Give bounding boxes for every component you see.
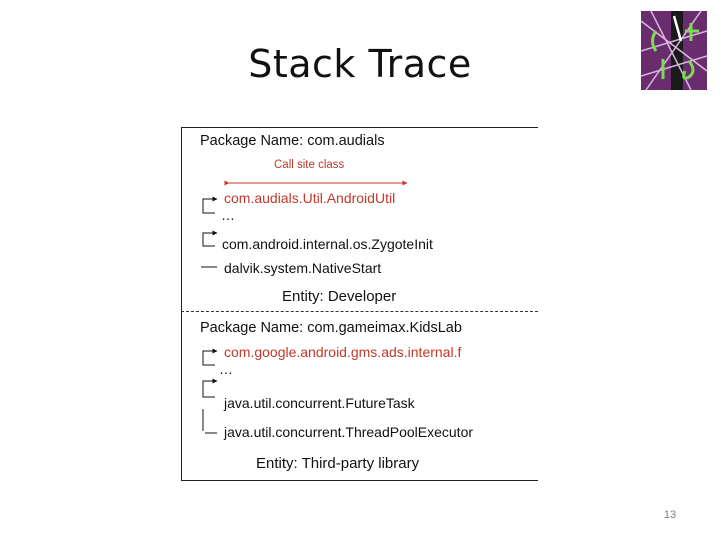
third-party-package-label: Package Name: com.gameimax.KidsLab [200, 320, 462, 336]
slide-title: Stack Trace [248, 42, 472, 86]
developer-package-label: Package Name: com.audials [200, 133, 385, 149]
third-party-frame-4: java.util.concurrent.ThreadPoolExecutor [224, 424, 474, 440]
call-arrow-1 [202, 196, 218, 214]
developer-frame-3: com.android.internal.os.ZygoteInit [222, 236, 433, 252]
call-arrows [201, 180, 408, 434]
developer-frame-1: com.audials.Util.AndroidUtil [224, 190, 396, 206]
figure-frame-top [181, 127, 538, 128]
call-arrow-4 [202, 378, 218, 398]
call-arrow-2 [202, 230, 218, 247]
developer-frame-ellipsis: … [221, 207, 235, 223]
call-arrow-3 [202, 348, 218, 366]
logo-image [641, 11, 707, 90]
third-party-frame-3: java.util.concurrent.FutureTask [224, 395, 415, 411]
call-site-label: Call site class [274, 159, 345, 171]
slide-number: 13 [663, 509, 677, 521]
section-divider [181, 311, 538, 312]
third-party-entity-label: Entity: Third-party library [256, 455, 420, 472]
figure-frame-left [181, 127, 182, 481]
third-party-frame-1: com.google.android.gms.ads.internal.f [224, 344, 462, 360]
developer-entity-label: Entity: Developer [282, 288, 397, 305]
figure-frame-bottom [181, 480, 538, 481]
stack-trace-figure: Package Name: com.audials Call site clas… [181, 127, 538, 482]
third-party-frame-ellipsis: … [219, 361, 233, 377]
developer-frame-4: dalvik.system.NativeStart [224, 260, 382, 276]
